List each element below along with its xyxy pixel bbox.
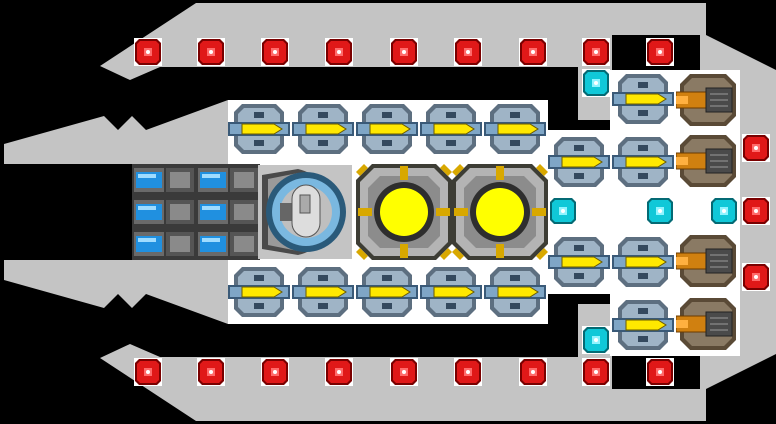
yellow-thruster[interactable] (612, 233, 674, 291)
red-armor-block[interactable] (324, 357, 354, 387)
red-armor-block[interactable] (518, 357, 548, 387)
yellow-thruster[interactable] (548, 133, 610, 191)
bronze-cannon-turret[interactable] (676, 233, 740, 289)
red-armor-block[interactable] (741, 262, 771, 292)
yellow-thruster[interactable] (548, 233, 610, 291)
red-armor-block[interactable] (453, 37, 483, 67)
bronze-cannon-turret[interactable] (676, 72, 740, 128)
yellow-thruster[interactable] (420, 100, 482, 158)
yellow-reactor-core[interactable] (452, 164, 548, 260)
bronze-cannon-turret[interactable] (676, 133, 740, 189)
red-armor-block[interactable] (581, 37, 611, 67)
yellow-thruster[interactable] (228, 263, 290, 321)
yellow-thruster[interactable] (612, 70, 674, 128)
yellow-reactor-core[interactable] (356, 164, 452, 260)
yellow-thruster[interactable] (356, 100, 418, 158)
pilot-cockpit[interactable] (258, 165, 352, 259)
cyan-connector-block[interactable] (581, 68, 611, 98)
blue-battery-cell[interactable] (132, 196, 196, 228)
blue-battery-cell[interactable] (196, 164, 260, 196)
red-armor-block[interactable] (133, 37, 163, 67)
red-armor-block[interactable] (389, 37, 419, 67)
red-armor-block[interactable] (645, 37, 675, 67)
red-armor-block[interactable] (260, 37, 290, 67)
yellow-thruster[interactable] (420, 263, 482, 321)
bronze-cannon-turret[interactable] (676, 296, 740, 352)
red-armor-block[interactable] (196, 37, 226, 67)
yellow-thruster[interactable] (484, 100, 546, 158)
red-armor-block[interactable] (453, 357, 483, 387)
red-armor-block[interactable] (133, 357, 163, 387)
red-armor-block[interactable] (196, 357, 226, 387)
yellow-thruster[interactable] (228, 100, 290, 158)
red-armor-block[interactable] (518, 37, 548, 67)
red-armor-block[interactable] (741, 133, 771, 163)
yellow-thruster[interactable] (292, 100, 354, 158)
blue-battery-cell[interactable] (132, 228, 196, 260)
yellow-thruster[interactable] (292, 263, 354, 321)
red-armor-block[interactable] (741, 196, 771, 226)
cyan-connector-block[interactable] (581, 325, 611, 355)
yellow-thruster[interactable] (612, 296, 674, 354)
red-armor-block[interactable] (645, 357, 675, 387)
cyan-connector-block[interactable] (645, 196, 675, 226)
cyan-connector-block[interactable] (548, 196, 578, 226)
red-armor-block[interactable] (324, 37, 354, 67)
blue-battery-cell[interactable] (132, 164, 196, 196)
yellow-thruster[interactable] (356, 263, 418, 321)
yellow-thruster[interactable] (484, 263, 546, 321)
red-armor-block[interactable] (260, 357, 290, 387)
red-armor-block[interactable] (389, 357, 419, 387)
cyan-connector-block[interactable] (709, 196, 739, 226)
red-armor-block[interactable] (581, 357, 611, 387)
blue-battery-cell[interactable] (196, 196, 260, 228)
blue-battery-cell[interactable] (196, 228, 260, 260)
yellow-thruster[interactable] (612, 133, 674, 191)
